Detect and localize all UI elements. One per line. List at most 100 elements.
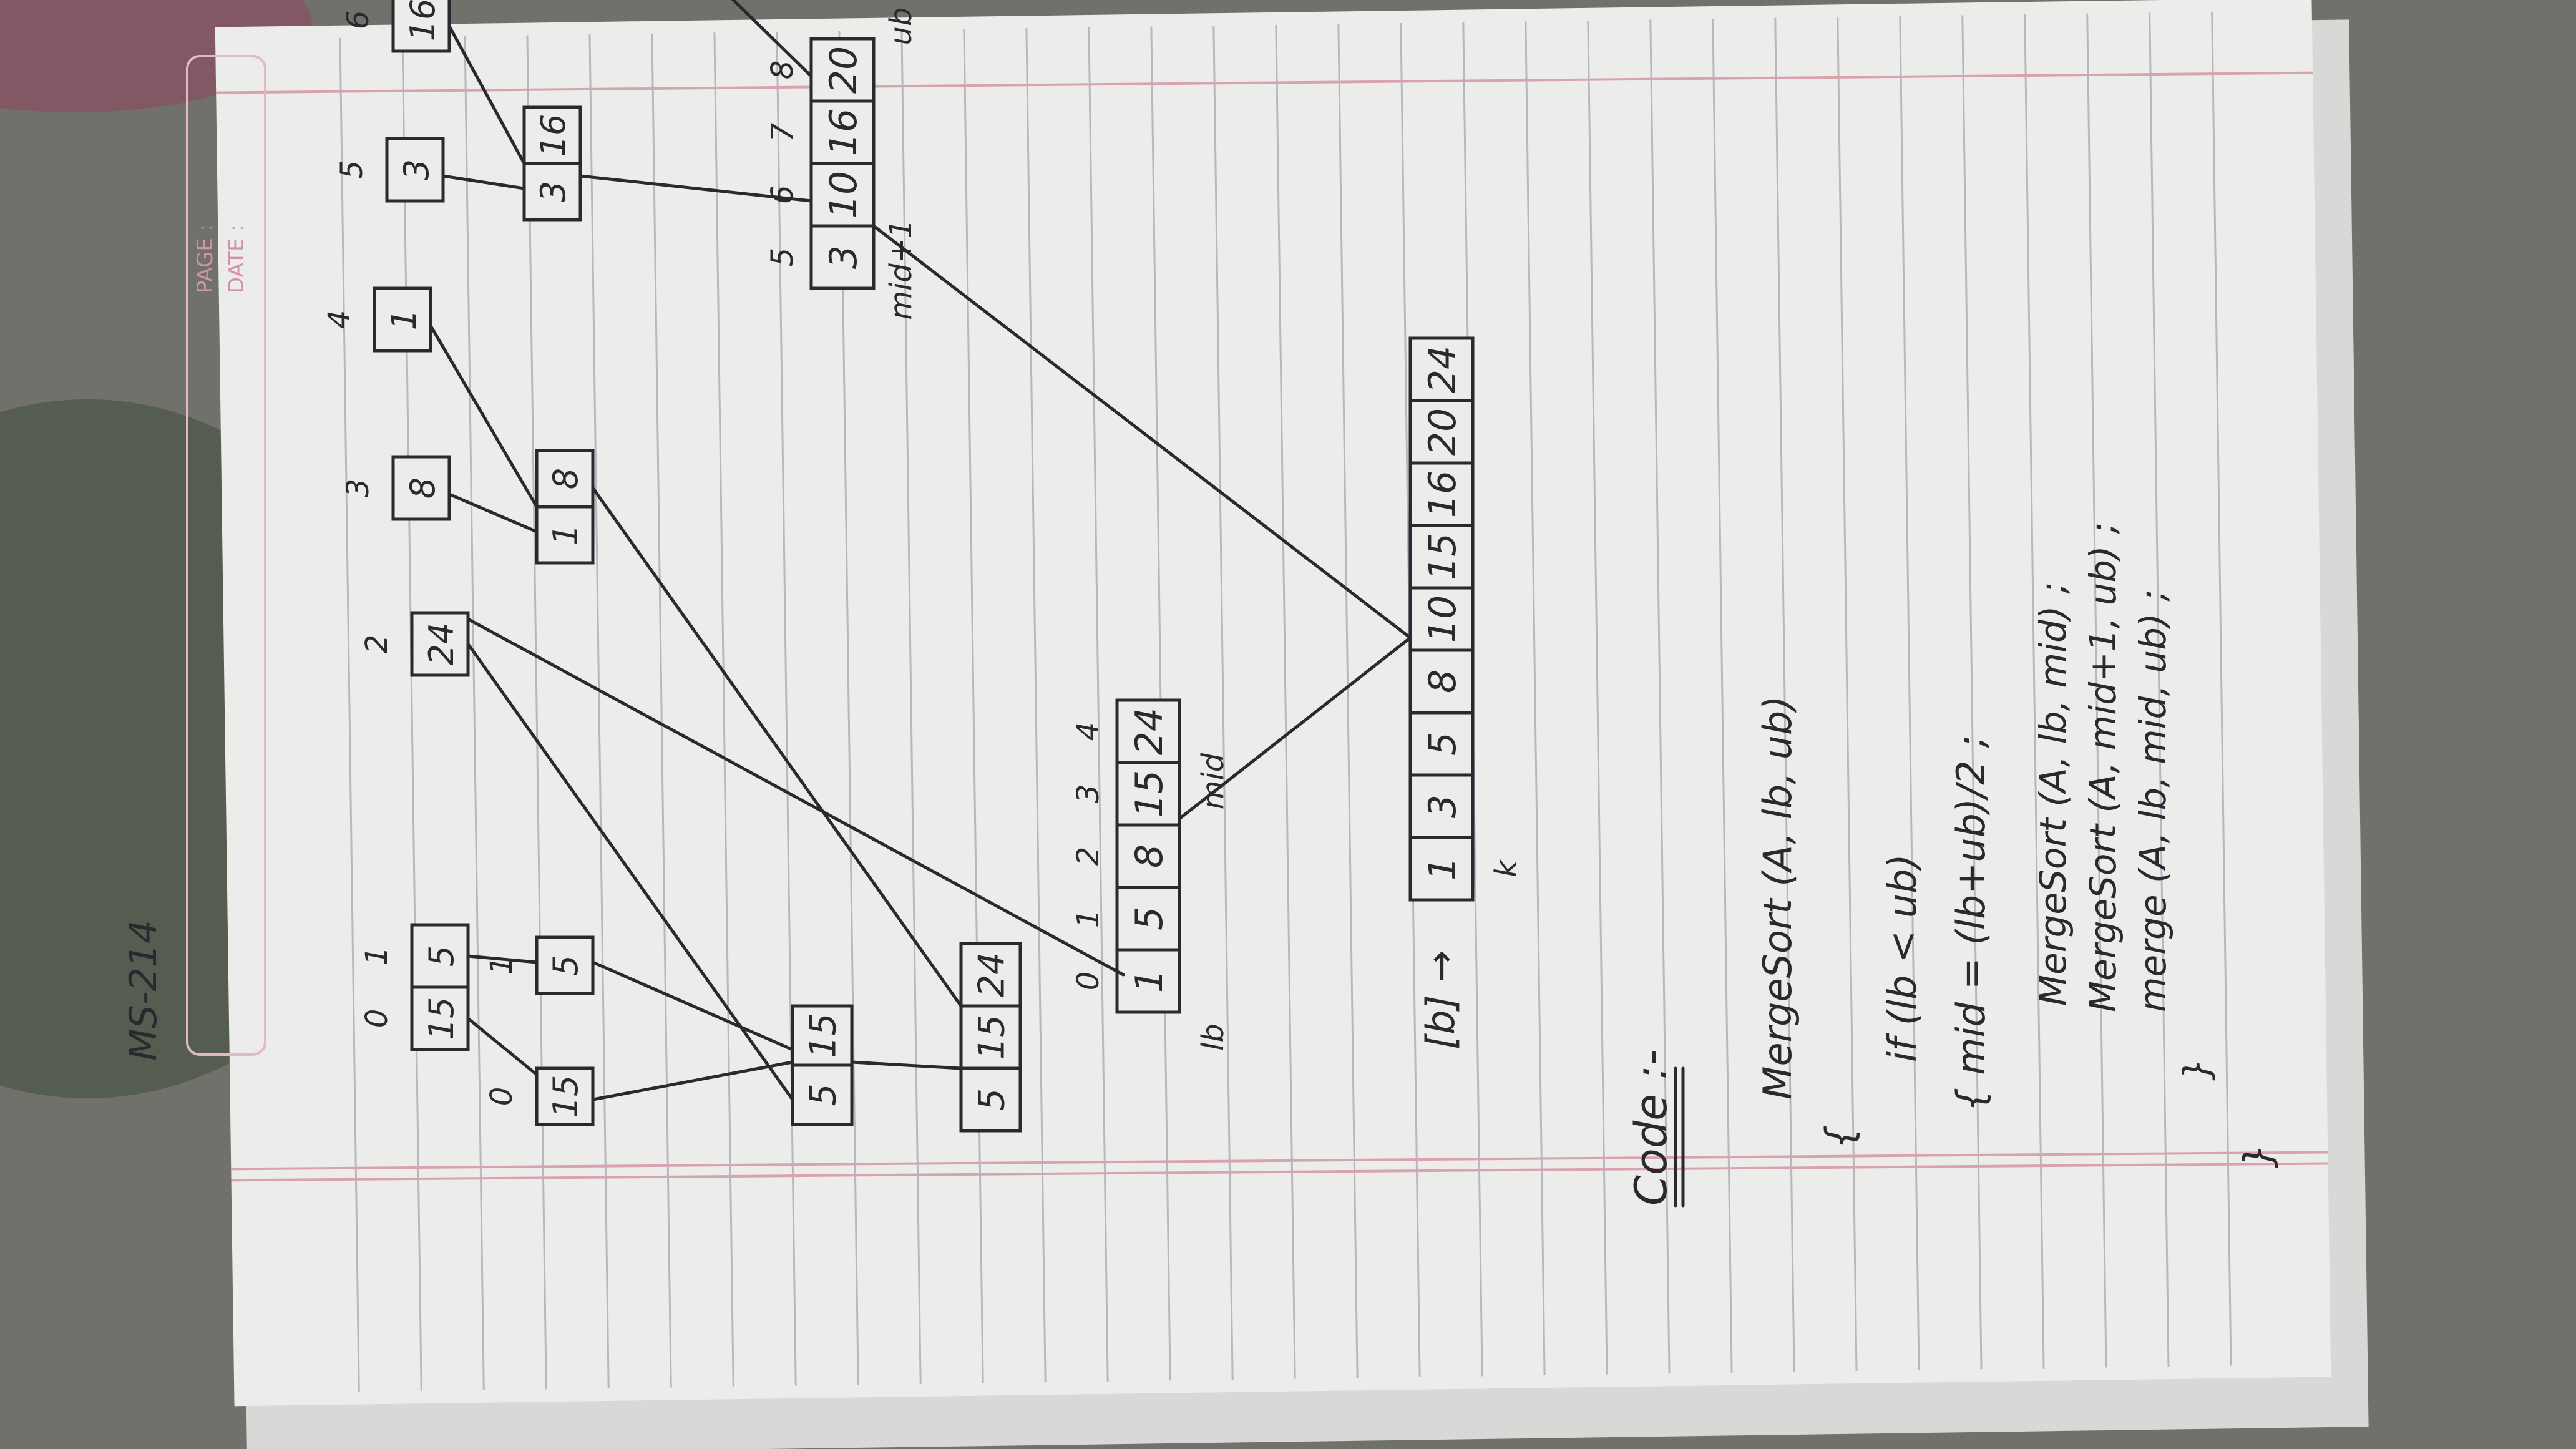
result-value: 3 [1421,794,1465,818]
level1-value: 5 [546,955,585,976]
page-ref: MS-214 [122,920,165,1061]
merge-arrow [447,24,526,165]
level2-cell [959,942,1022,1008]
merged-left-value: 5 [1128,907,1171,930]
merged-right-index: 6 [765,185,800,205]
merged-left-value: 15 [1128,770,1171,817]
merged-right-index: 5 [765,248,800,267]
merge-arrow [591,960,794,1051]
level1-cell [535,935,595,995]
merge-arrow [554,0,813,78]
level1-value: 8 [546,468,585,489]
merged-left-index: 2 [1071,847,1106,866]
result-value: 10 [1421,595,1465,643]
level0-index: 6 [341,11,376,30]
merged-right-value: 3 [822,245,866,269]
merge-arrow [441,174,526,190]
code-line-8: } [2175,1058,2218,1081]
level1-index: 0 [484,1087,519,1106]
code-block: Code :- MergeSort (A, lb, ub) { if (lb <… [1626,522,2281,1208]
page-date-box: PAGE : DATE : MS-214 [122,55,266,1061]
level0-value: 3 [397,159,436,180]
level0-cell [373,286,432,353]
merge-arrow [466,1017,539,1076]
result-value: 20 [1421,408,1465,456]
code-heading: Code :- [1626,1050,1677,1206]
merge-arrow [578,174,813,203]
level0-value: 16 [403,0,442,41]
k-pointer: k [1489,859,1524,877]
level0-index: 3 [341,479,376,498]
level0-value: 5 [422,945,461,967]
code-line-7: merge (A, lb, mid, ub) ; [2132,589,2174,1012]
merged-right-value: 10 [822,171,866,218]
merge-arrow [850,1060,963,1070]
level0-index: 4 [322,310,357,329]
level1-value: 15 [546,1075,585,1118]
level1-arrays: 15051183161020 [484,105,595,1126]
merge-arrow [1178,636,1412,821]
merge-arrow [429,324,539,509]
level1-cell [522,105,582,165]
result-value: 8 [1421,670,1465,693]
date-label: DATE : [224,224,249,293]
merged-right-cell [809,37,876,103]
level0-value: 15 [422,997,461,1040]
code-line-6: MergeSort (A, mid+1, ub) ; [2082,522,2124,1012]
level2-arrays: 5 15 5 15 24 [791,942,1022,1133]
level0-index: 0 [359,1009,394,1028]
level1-cell [535,449,595,509]
merged-left-index: 4 [1071,722,1106,741]
merged-left-value: 8 [1128,844,1171,868]
level0-cell [391,0,451,53]
level0-cell [391,455,451,521]
result-value: 5 [1421,732,1465,756]
merged-right-value: 20 [822,46,866,94]
merged-left-index: 3 [1071,784,1106,804]
level0-value: 1 [384,309,424,330]
result-value: 16 [1421,471,1465,518]
level2-value: 5 [971,1088,1012,1111]
level0-index: 5 [334,160,369,180]
code-line-5: MergeSort (A, lb, mid) ; [2032,582,2074,1007]
ruled-lines [216,11,2328,1392]
level1-value: 1 [546,524,585,545]
result-value: 24 [1421,346,1465,393]
code-line-3: if (lb < ub) [1880,854,1925,1062]
merged-left-value: 24 [1128,708,1171,755]
merged-right-index: 7 [765,122,800,142]
level1-cell [535,1066,595,1126]
merge-arrow [591,1060,794,1101]
level2-value: 15 [803,1013,844,1058]
result-label: [b] → [1418,950,1463,1050]
merge-arrow [591,486,963,1008]
level0-value: 24 [422,623,461,666]
merge-arrow [466,954,539,964]
code-line-4: { mid = (lb+ub)/2 ; [1948,735,1994,1112]
level2-value: 5 [803,1083,844,1106]
page-label: PAGE : [193,224,218,293]
code-line-1: MergeSort (A, lb, ub) [1755,696,1800,1100]
level2-cell [791,1004,854,1067]
merge-arrow [447,492,539,534]
code-line-9: } [2235,1144,2281,1168]
ub-pointer: ub [884,7,919,46]
merged-left-value: 1 [1128,969,1171,993]
merged-right-value: 16 [822,109,866,156]
merged-left-cell [1115,698,1181,764]
result-value: 15 [1421,533,1465,580]
level1-value: 16 [534,114,573,157]
level2-value: 24 [971,952,1012,998]
code-line-2: { [1817,1125,1863,1149]
notebook-page [215,0,2331,1407]
merge-arrow [466,642,794,1101]
result-cell [1408,336,1475,402]
merged-left-index: 1 [1071,909,1106,929]
level2-value: 15 [971,1015,1012,1060]
merged-right-index: 8 [765,61,800,80]
merged-left-index: 0 [1071,972,1106,991]
